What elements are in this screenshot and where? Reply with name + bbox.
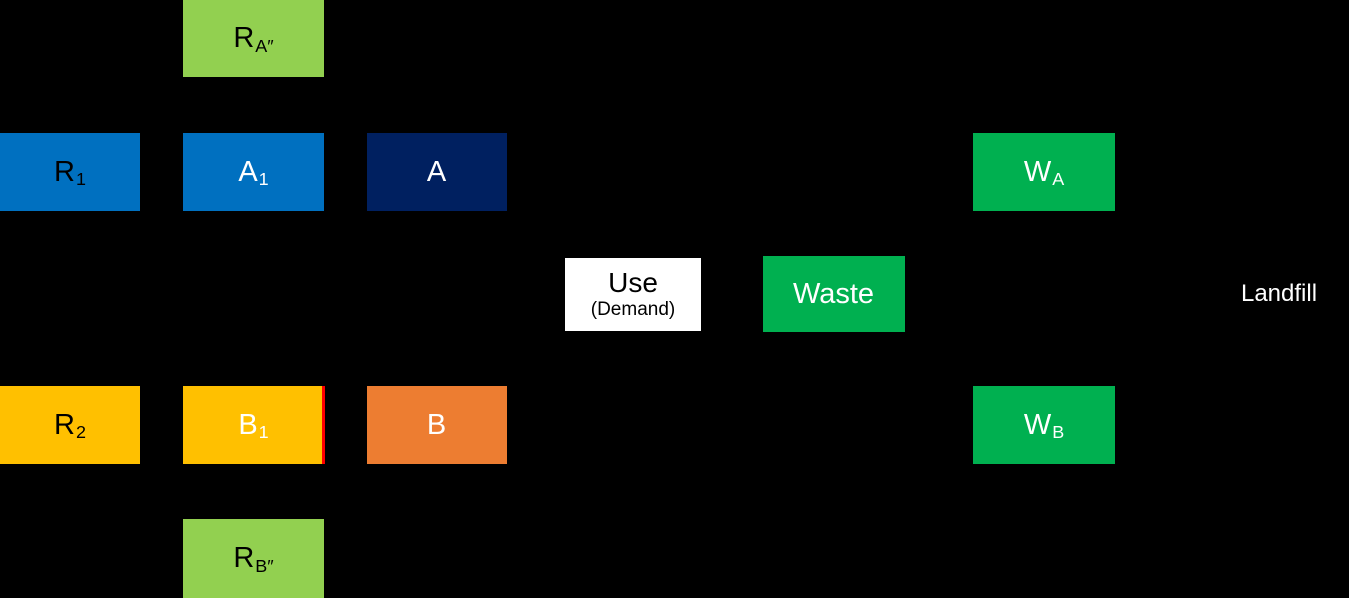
landfill-label: Landfill (1240, 280, 1318, 307)
box-label: B (426, 408, 447, 441)
box-label-subscript: B (1052, 421, 1065, 442)
box-label: R (233, 542, 255, 574)
box-a: A (367, 133, 507, 211)
use-label: Use (608, 266, 658, 298)
connector-waste-wa (901, 171, 977, 295)
box-label-subscript: 1 (258, 168, 269, 189)
box-label-subscript: 1 (75, 168, 86, 189)
box-label-subscript: 2 (75, 421, 86, 442)
box-label: R (233, 22, 255, 54)
box-label: Waste (792, 277, 875, 310)
box-label-subscript: 1 (258, 421, 269, 442)
box-label: R (54, 408, 75, 441)
box-label: W (1023, 155, 1052, 188)
box-use-demand: Use (Demand) (565, 258, 701, 331)
connector-wb-rb2 (328, 461, 1045, 559)
box-waste: Waste (763, 256, 905, 332)
box-label-subscript: A (1052, 168, 1065, 189)
connector-wa-ra2 (328, 37, 1045, 137)
box-label-subscript: A″ (255, 35, 274, 56)
box-label: A (238, 155, 258, 188)
demand-label: (Demand) (590, 298, 676, 320)
box-label: R (54, 155, 75, 188)
connector-waste-wb (901, 293, 977, 426)
connector-wa-landfill (1111, 171, 1228, 295)
red-divider-line (322, 386, 325, 464)
connector-a-use (503, 171, 569, 295)
box-label: B (238, 408, 258, 441)
box-label: A (426, 155, 447, 188)
box-label-subscript: B″ (255, 555, 274, 576)
connector-wb-landfill (1111, 293, 1228, 426)
box-b: B (367, 386, 507, 464)
box-label: W (1023, 408, 1052, 441)
connector-b-use (503, 293, 569, 426)
